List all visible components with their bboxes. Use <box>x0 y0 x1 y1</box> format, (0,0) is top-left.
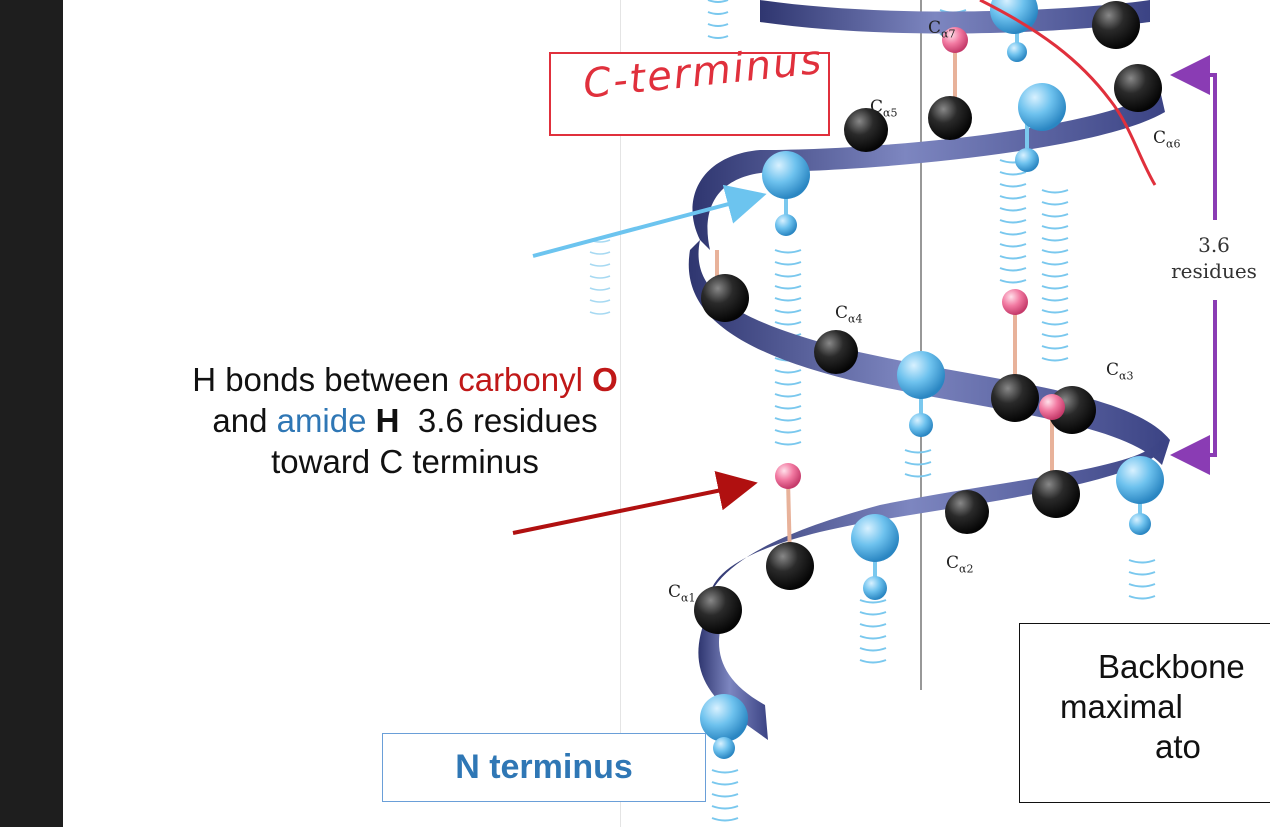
hydrogen-letter: H <box>376 402 400 439</box>
residues-unit: residues <box>1164 258 1264 284</box>
arrow-icon <box>513 485 746 533</box>
oxygen-letter: O <box>592 361 618 398</box>
backbone-line-3: ato <box>1155 726 1201 767</box>
calpha-label-2: Cα2 <box>946 553 973 575</box>
hbond-waves-left <box>590 240 610 314</box>
residues-label: 3.6 residues <box>1164 232 1264 284</box>
caption-text: and <box>212 402 276 439</box>
backbone-line-1: Backbone <box>1098 646 1245 687</box>
calpha-label-7: Cα7 <box>928 18 955 40</box>
caption-text: H bonds between <box>192 361 458 398</box>
residues-value: 3.6 <box>1164 232 1264 258</box>
n-terminus-label: N terminus <box>382 733 706 802</box>
calpha-label-5: Cα5 <box>870 97 897 119</box>
backbone-note: Backbone maximal ato <box>1019 623 1270 803</box>
arrow-icon <box>533 197 755 256</box>
n-terminus-text: N terminus <box>455 748 633 787</box>
amide-word: amide <box>277 402 376 439</box>
calpha-label-4: Cα4 <box>835 303 862 325</box>
calpha-label-3: Cα3 <box>1106 360 1133 382</box>
caption-text: 3.6 residues <box>400 402 598 439</box>
calpha-label-6: Cα6 <box>1153 128 1180 150</box>
carbonyl-word: carbonyl <box>458 361 592 398</box>
c-terminus-annotation: C-terminus <box>549 52 830 136</box>
backbone-line-2: maximal <box>1060 686 1183 727</box>
calpha-label-1: Cα1 <box>668 582 695 604</box>
caption-text: toward C terminus <box>110 442 700 483</box>
hbond-caption: H bonds between carbonyl O and amide H 3… <box>110 360 700 483</box>
